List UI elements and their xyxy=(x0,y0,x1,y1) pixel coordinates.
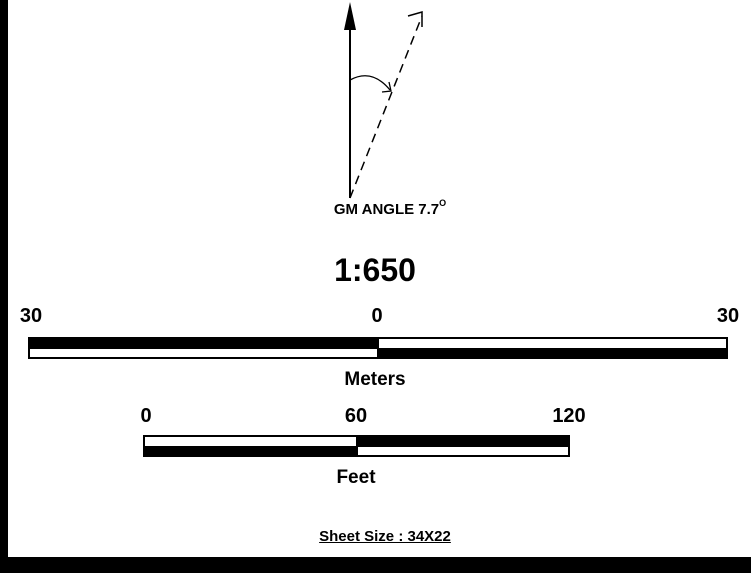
magnetic-north-line xyxy=(349,15,423,199)
meter-tick-right: 30 xyxy=(716,305,740,327)
angle-arc xyxy=(349,75,391,91)
feet-bar-right-top-black xyxy=(357,437,568,447)
feet-scale-bar xyxy=(143,435,570,457)
feet-tick-sixty: 60 xyxy=(344,405,368,427)
degree-symbol: O xyxy=(439,198,447,208)
true-north-arrowhead xyxy=(344,2,356,30)
meter-tick-zero: 0 xyxy=(371,305,383,327)
magnetic-north-arrowhead xyxy=(407,11,423,27)
frame-bottom-border xyxy=(0,557,751,573)
gm-angle-text: GM ANGLE 7.7 xyxy=(333,201,440,218)
feet-tick-zero: 0 xyxy=(140,405,152,427)
frame-left-border xyxy=(0,0,8,573)
feet-bar-left-bottom-black xyxy=(145,446,357,455)
meter-bar-left-top-black xyxy=(30,339,378,349)
scale-ratio: 1:650 xyxy=(334,252,416,288)
meters-unit-label: Meters xyxy=(344,369,406,390)
meter-tick-left: 30 xyxy=(19,305,43,327)
meter-scale-bar xyxy=(28,337,728,359)
sheet-size-label: Sheet Size : 34X22 xyxy=(319,528,451,545)
feet-bar-divider xyxy=(356,437,358,455)
gm-angle-label: GM ANGLE 7.7O xyxy=(290,198,490,218)
angle-arc-arrowhead xyxy=(381,81,392,93)
north-arrow-diagram xyxy=(344,2,423,199)
meter-bar-right-bottom-black xyxy=(378,348,726,357)
feet-tick-onetwenty: 120 xyxy=(552,405,586,427)
feet-unit-label: Feet xyxy=(336,467,376,488)
meter-bar-divider xyxy=(377,339,379,357)
